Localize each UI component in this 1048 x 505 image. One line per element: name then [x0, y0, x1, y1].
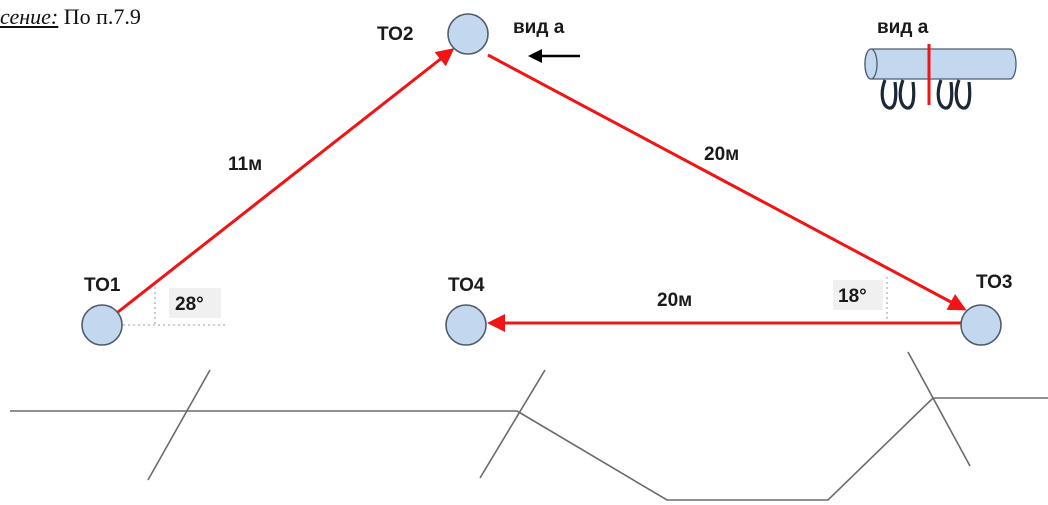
label-to3: ТО3 — [976, 272, 1012, 293]
node-to3 — [960, 304, 1002, 346]
label-to4: ТО4 — [448, 275, 485, 296]
terrain-hatch-2 — [479, 369, 546, 479]
label-to1: ТО1 — [84, 275, 121, 296]
node-to4 — [445, 304, 487, 346]
inset-pipe-end — [864, 48, 878, 80]
angle-reference-lines — [123, 277, 888, 326]
rope-to2-to3 — [487, 53, 967, 311]
angle-to1-bg — [169, 288, 221, 318]
node-to1 — [81, 304, 123, 346]
angle-to3-bg — [833, 280, 883, 310]
angle-label-to3: 18° — [838, 286, 867, 307]
view-direction-arrow — [528, 49, 580, 63]
terrain-hatch-1 — [147, 369, 211, 481]
node-to2 — [447, 13, 489, 55]
note-body: По п.7.9 — [63, 4, 141, 29]
view-a-label: вид а — [513, 17, 565, 38]
note-emphasis: сение: — [0, 4, 59, 29]
inset-view-label: вид а — [877, 17, 929, 38]
rope-path — [117, 48, 967, 332]
inset-carabiners — [880, 79, 972, 110]
length-to1-to2: 11м — [228, 154, 262, 175]
terrain-pit — [516, 397, 1048, 501]
note-text: сение: По п.7.9 — [0, 4, 141, 30]
length-to2-to3: 20м — [704, 144, 739, 165]
angle-label-to1: 28° — [175, 294, 204, 315]
rope-to1-to2 — [117, 48, 455, 314]
terrain-profile — [10, 351, 1048, 501]
label-to2: ТО2 — [377, 24, 413, 45]
terrain-hatch-3 — [907, 351, 971, 467]
length-to3-to4: 20м — [657, 290, 692, 311]
inset-pipe-body — [864, 48, 1017, 80]
inset-pipe-cross-section — [864, 44, 1017, 110]
